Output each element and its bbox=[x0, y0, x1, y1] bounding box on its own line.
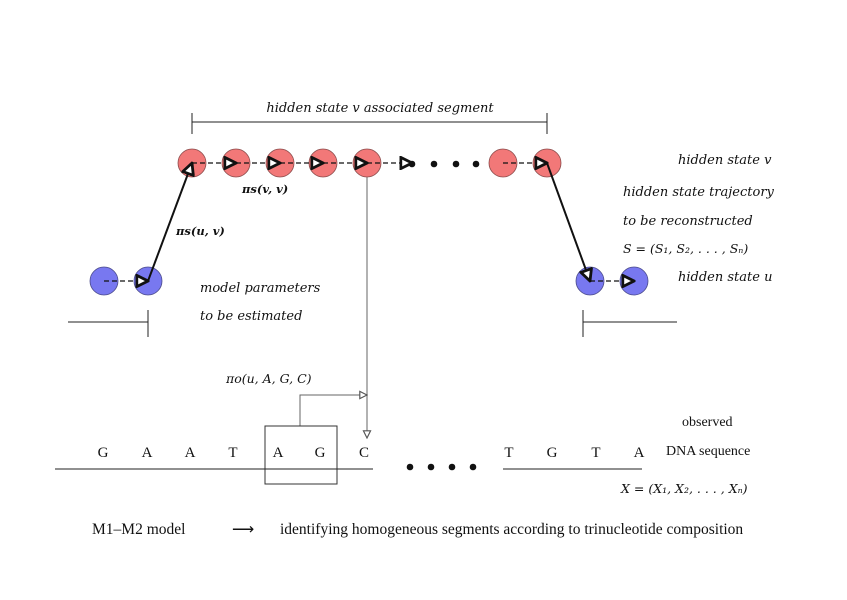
codon-box bbox=[264, 425, 338, 485]
ellipsis-dot bbox=[469, 463, 477, 471]
nucleotide: A bbox=[185, 445, 196, 461]
nucleotide: A bbox=[142, 445, 153, 461]
transition-uv-label: πs(u, v) bbox=[175, 224, 225, 238]
ellipsis-dot bbox=[408, 160, 416, 168]
caption-model: M1–M2 model bbox=[92, 521, 185, 538]
trajectory-line2: to be reconstructed bbox=[623, 214, 753, 229]
state-ellipsis bbox=[408, 160, 480, 168]
ellipsis-dot bbox=[452, 160, 460, 168]
nucleotide: A bbox=[273, 445, 284, 461]
trajectory-equation: S = (S₁, S₂, . . . , Sₙ) bbox=[623, 241, 748, 256]
observed-label-line2: DNA sequence bbox=[666, 444, 750, 459]
segment-label: hidden state v associated segment bbox=[266, 101, 494, 116]
transition-uv-arrow bbox=[147, 163, 192, 282]
nucleotide: C bbox=[359, 445, 369, 461]
caption-description: identifying homogeneous segments accordi… bbox=[280, 521, 743, 538]
nucleotide: A bbox=[634, 445, 645, 461]
hidden-state-u-label: hidden state u bbox=[678, 270, 772, 285]
sequence-ellipsis bbox=[406, 463, 477, 471]
codon-link-line bbox=[299, 395, 367, 426]
ellipsis-dot bbox=[406, 463, 414, 471]
nucleotide: T bbox=[228, 445, 237, 461]
nucleotide: T bbox=[591, 445, 600, 461]
transition-vu-arrow bbox=[546, 162, 590, 281]
emission-label: πo(u, A, G, C) bbox=[225, 371, 312, 386]
nucleotide: G bbox=[315, 445, 326, 461]
transition-vv-label: πs(v, v) bbox=[241, 182, 288, 196]
model-params-line2: to be estimated bbox=[200, 309, 302, 324]
caption-arrow: ⟶ bbox=[232, 521, 255, 538]
segment-bracket bbox=[191, 113, 548, 134]
nucleotide: G bbox=[547, 445, 558, 461]
transition-arrows bbox=[104, 163, 634, 281]
ellipsis-dot bbox=[427, 463, 435, 471]
ellipsis-dot bbox=[430, 160, 438, 168]
nucleotide: G bbox=[98, 445, 109, 461]
nucleotide: T bbox=[504, 445, 513, 461]
hidden-state-v-label: hidden state v bbox=[678, 153, 772, 168]
ellipsis-dot bbox=[448, 463, 456, 471]
left-bracket bbox=[68, 310, 149, 337]
model-params-line1: model parameters bbox=[200, 281, 321, 296]
observed-label-line1: observed bbox=[682, 415, 733, 430]
trajectory-line1: hidden state trajectory bbox=[623, 185, 775, 200]
state-circles bbox=[89, 148, 649, 296]
right-bracket bbox=[582, 310, 677, 337]
ellipsis-dot bbox=[472, 160, 480, 168]
observed-equation: X = (X₁, X₂, . . . , Xₙ) bbox=[620, 481, 748, 496]
